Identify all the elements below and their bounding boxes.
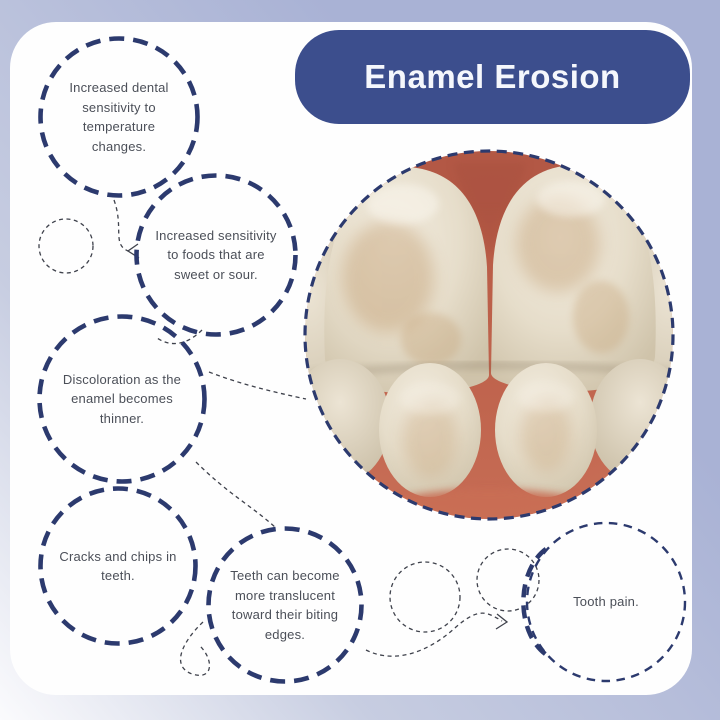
symptom-bubble-cracks-chips: Cracks and chips in teeth. — [38, 486, 198, 646]
symptom-text: Increased sensitivity to foods that are … — [155, 227, 277, 282]
enamel-stain — [516, 196, 600, 292]
symptom-text: Tooth pain. — [573, 594, 639, 610]
symptom-text: Discoloration as the enamel becomes thin… — [62, 371, 182, 426]
symptom-bubble-tooth-pain: Tooth pain. — [525, 521, 687, 683]
symptom-text: Cracks and chips in teeth. — [59, 548, 177, 584]
enamel-stain — [520, 397, 572, 473]
symptom-bubble-discoloration: Discoloration as the enamel becomes thin… — [37, 314, 207, 484]
page-title: Enamel Erosion — [364, 58, 621, 95]
symptom-text: Increased dental sensitivity to temperat… — [69, 80, 169, 154]
teeth-image — [303, 149, 675, 521]
enamel-stain — [402, 399, 458, 479]
symptom-bubble-temperature-sensitivity: Increased dental sensitivity to temperat… — [38, 36, 200, 198]
title-banner: Enamel Erosion — [295, 30, 690, 124]
symptom-text: Teeth can become more translucent toward… — [230, 568, 340, 642]
gum-papilla — [453, 163, 527, 257]
teeth-image-dashed-ring — [303, 149, 675, 521]
enamel-stain — [342, 221, 434, 333]
symptom-bubble-food-sensitivity: Increased sensitivity to foods that are … — [134, 173, 298, 337]
teeth-illustration — [303, 149, 675, 521]
symptom-bubble-translucency: Teeth can become more translucent toward… — [206, 526, 364, 684]
